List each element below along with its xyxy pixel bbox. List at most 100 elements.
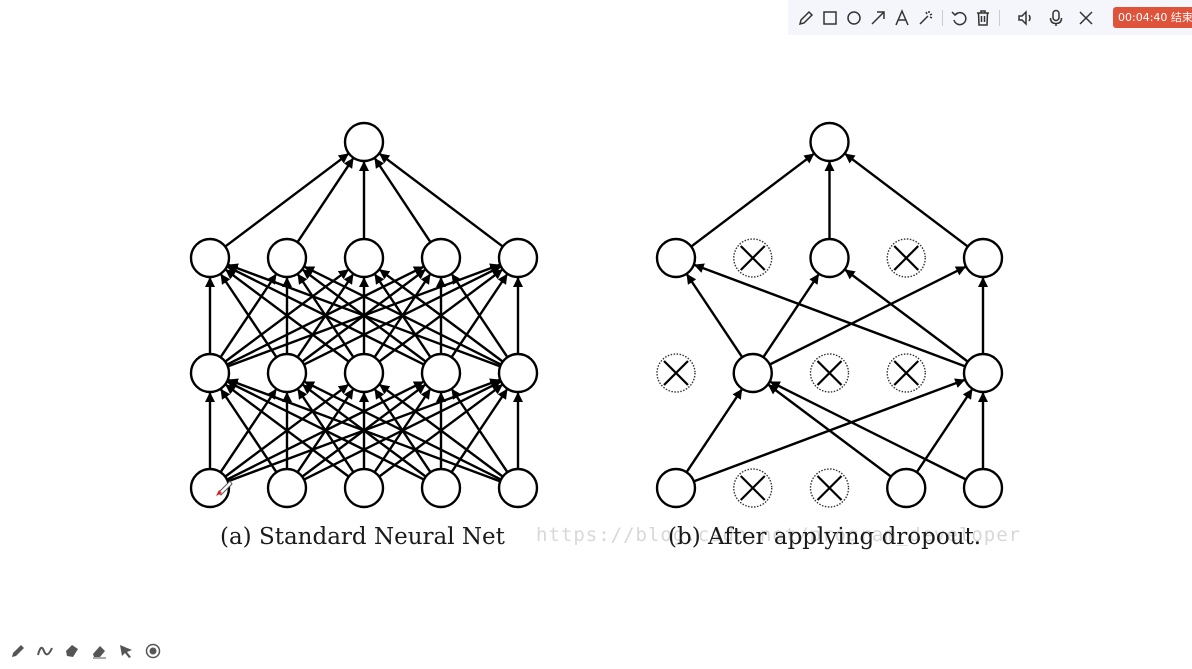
neuron-node xyxy=(266,467,308,509)
record-icon xyxy=(145,643,160,658)
bottom-toolbar xyxy=(8,641,162,660)
connection-arrow xyxy=(451,273,509,358)
highlighter-button[interactable] xyxy=(62,641,81,660)
neuron-node xyxy=(189,237,231,279)
watermark: https://blog.csdn.net/program_developer xyxy=(536,524,1022,546)
text-tool-button[interactable] xyxy=(890,6,914,30)
neuron-node xyxy=(962,352,1004,394)
close-icon xyxy=(1079,10,1093,25)
connection-arrow xyxy=(685,388,743,473)
connection-arrow xyxy=(693,263,966,368)
connection-arrow xyxy=(227,265,425,366)
arrow-tool-button[interactable] xyxy=(866,6,890,30)
neuron-node xyxy=(732,352,773,394)
pen-icon xyxy=(11,644,24,657)
connection-arrow xyxy=(374,157,432,243)
circle-tool-button[interactable] xyxy=(842,6,866,30)
standard-neural-net xyxy=(189,121,539,509)
dropped-cross-icon xyxy=(816,360,843,386)
neuron-node xyxy=(655,467,697,509)
neuron-node xyxy=(189,467,231,509)
magic-wand-tool-button[interactable] xyxy=(914,6,938,30)
connection-arrow xyxy=(451,388,509,473)
connection-arrow xyxy=(379,384,504,478)
neuron-node xyxy=(497,352,539,394)
connection-arrow xyxy=(220,388,278,473)
curve-icon xyxy=(36,646,53,655)
rectangle-tool-button[interactable] xyxy=(818,6,842,30)
arrow-icon xyxy=(871,10,885,25)
divider xyxy=(942,9,943,26)
speaker-button[interactable] xyxy=(1014,6,1038,30)
trash-icon xyxy=(977,9,989,26)
neuron-node xyxy=(343,352,385,394)
neuron-node xyxy=(420,237,462,279)
dropped-cross-icon xyxy=(893,360,920,386)
dropped-cross-icon xyxy=(663,360,689,386)
undo-icon xyxy=(951,10,967,25)
caption-dropout-net: (b) After applying dropout. xyxy=(668,524,982,550)
neuron-node xyxy=(266,352,308,394)
connection-arrow xyxy=(227,380,425,481)
neuron-node xyxy=(420,467,462,509)
connection-arrow xyxy=(224,153,349,248)
dropped-cross-icon xyxy=(739,475,766,501)
neuron-node xyxy=(343,121,385,163)
neuron-node xyxy=(809,121,850,163)
connection-arrow xyxy=(686,273,744,358)
neuron-node xyxy=(189,352,231,394)
undo-button[interactable] xyxy=(947,6,971,30)
connection-arrow xyxy=(225,269,350,363)
neuron-node xyxy=(497,467,539,509)
connection-arrow xyxy=(220,273,278,358)
neuron-node xyxy=(809,237,850,279)
neuron-node xyxy=(343,467,385,509)
connection-arrow xyxy=(844,269,969,363)
microphone-button[interactable] xyxy=(1044,6,1068,30)
neuron-node xyxy=(962,237,1004,279)
connection-arrow xyxy=(690,153,815,248)
magic-wand-icon xyxy=(919,10,933,25)
pen-cursor-icon xyxy=(217,480,233,496)
connection-arrow xyxy=(304,265,502,366)
timer-end-button[interactable]: 00:04:40 结束 xyxy=(1113,7,1192,28)
circle-icon xyxy=(847,10,861,25)
connection-arrow xyxy=(379,269,504,363)
neuron-node xyxy=(655,237,697,279)
dropout-neural-net xyxy=(655,121,1004,509)
pen-icon xyxy=(798,10,814,25)
neuron-node xyxy=(420,352,462,394)
close-button[interactable] xyxy=(1074,6,1098,30)
pen-cursor-tip xyxy=(216,490,222,496)
pen-button[interactable] xyxy=(8,641,27,660)
dropped-cross-icon xyxy=(739,245,766,271)
rectangle-icon xyxy=(823,10,837,25)
pointer-button[interactable] xyxy=(116,641,135,660)
delete-button[interactable] xyxy=(971,6,995,30)
text-icon xyxy=(895,8,909,25)
speaker-icon xyxy=(1018,9,1031,26)
highlighter-icon xyxy=(65,644,78,657)
microphone-icon xyxy=(1049,9,1063,26)
divider xyxy=(999,9,1000,26)
dropped-cross-icon xyxy=(893,245,920,271)
connection-arrow xyxy=(767,384,892,478)
eraser-icon xyxy=(92,645,106,658)
connection-arrow xyxy=(762,273,820,358)
neuron-node xyxy=(497,237,539,279)
pointer-icon xyxy=(119,644,132,658)
neuron-node xyxy=(266,237,308,279)
caption-standard-net: (a) Standard Neural Net xyxy=(220,524,505,550)
connection-arrow xyxy=(769,380,967,481)
neuron-node xyxy=(886,467,927,509)
connection-arrow xyxy=(296,157,354,243)
connection-arrow xyxy=(379,153,504,248)
connection-arrow xyxy=(227,378,501,483)
neuron-node xyxy=(343,237,385,279)
curve-button[interactable] xyxy=(35,641,54,660)
connection-arrow xyxy=(844,153,969,248)
eraser-button[interactable] xyxy=(89,641,108,660)
pen-tool-button[interactable] xyxy=(794,6,818,30)
record-button[interactable] xyxy=(143,641,162,660)
